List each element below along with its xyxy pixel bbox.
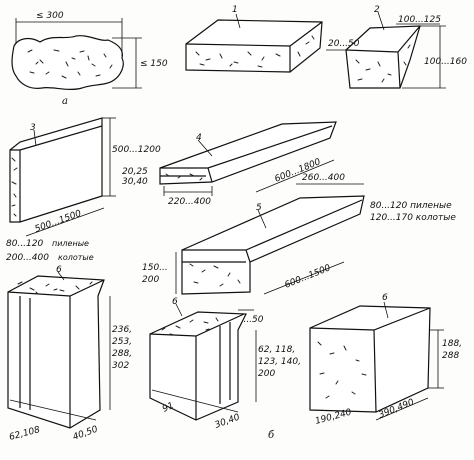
slab3-thickness-sawn: 80...120 bbox=[6, 239, 43, 249]
slab-3: 3 500...1200 500...1500 80...120 пиленые… bbox=[6, 117, 161, 263]
item-number-2: 2 bbox=[374, 5, 380, 15]
step5-length-dim: 600...1500 bbox=[283, 263, 332, 291]
item-number-1: 1 bbox=[232, 5, 238, 15]
item-number-4: 4 bbox=[196, 133, 202, 143]
step5-recess-dim: 30...50 bbox=[232, 315, 264, 325]
slab3-word-sawn: пиленые bbox=[52, 239, 89, 248]
rubble-stone: ≤ 300 ≤ 150 a bbox=[11, 11, 168, 107]
block6a-height-c: 288, bbox=[112, 349, 132, 359]
block2-side-dim: 100...160 bbox=[424, 57, 467, 67]
item-number-6c: 6 bbox=[382, 293, 388, 303]
step5-height2-dim: 200 bbox=[142, 275, 159, 285]
block-6-right: 6 188, 288 390,490 190,240 bbox=[309, 293, 462, 427]
block6b-height-a: 62, 118, bbox=[258, 345, 295, 355]
item-number-5: 5 bbox=[256, 203, 262, 213]
block-2: 2 100...125 100...160 20...50 bbox=[326, 5, 467, 89]
block6a-height-a: 236, bbox=[112, 325, 132, 335]
block6b-height-b: 123, 140, bbox=[258, 357, 301, 367]
block6b-bottom2-dim: 30,40 bbox=[214, 413, 242, 431]
slab3-height-dim: 500...1200 bbox=[112, 145, 161, 155]
step5-top-dim: 260...400 bbox=[302, 173, 345, 183]
slab4-edge-dim: 20,25 bbox=[122, 167, 148, 177]
step5-height-dim: 150... bbox=[142, 263, 168, 273]
stone-length-label: ≤ 300 bbox=[36, 11, 64, 21]
panel-b-label: б bbox=[268, 430, 275, 441]
step-5: 5 260...400 80...120 пиленые 120...170 к… bbox=[142, 173, 456, 325]
block6a-bottom-dim: 62,108 bbox=[8, 425, 41, 443]
slab4-edge2-dim: 30,40 bbox=[122, 177, 148, 187]
block2-edge-dim: 20...50 bbox=[328, 39, 360, 49]
block6c-height-a: 188, bbox=[442, 339, 462, 349]
slab3-word-split: колотые bbox=[58, 253, 94, 262]
block-6-tall: 6 236, 253, 288, 302 62,108 40,50 bbox=[7, 265, 132, 443]
block-1: 1 bbox=[185, 5, 323, 73]
block6b-height-c: 200 bbox=[258, 369, 275, 379]
slab-4: 4 220...400 20,25 30,40 600...1800 bbox=[122, 121, 337, 207]
block6a-height-b: 253, bbox=[112, 337, 132, 347]
block6c-height-b: 288 bbox=[442, 351, 459, 361]
stone-height-label: ≤ 150 bbox=[140, 59, 168, 69]
item-number-6b: 6 bbox=[172, 297, 178, 307]
block2-top-dim: 100...125 bbox=[398, 15, 441, 25]
block6a-bottom2-dim: 40,50 bbox=[72, 425, 100, 443]
item-number-6a: 6 bbox=[56, 265, 62, 275]
block6a-height-d: 302 bbox=[112, 361, 129, 371]
panel-a-label: a bbox=[62, 96, 68, 107]
block6b-bottom-dim: 91 bbox=[161, 401, 176, 415]
step5-split: 120...170 колотые bbox=[370, 213, 456, 223]
slab3-thickness-split: 200...400 bbox=[6, 253, 49, 263]
step5-sawn: 80...120 пиленые bbox=[370, 201, 452, 211]
block-6-middle: 6 62, 118, 123, 140, 200 91 30,40 bbox=[149, 297, 301, 431]
slab4-width-dim: 220...400 bbox=[168, 197, 211, 207]
item-number-3: 3 bbox=[30, 123, 36, 133]
